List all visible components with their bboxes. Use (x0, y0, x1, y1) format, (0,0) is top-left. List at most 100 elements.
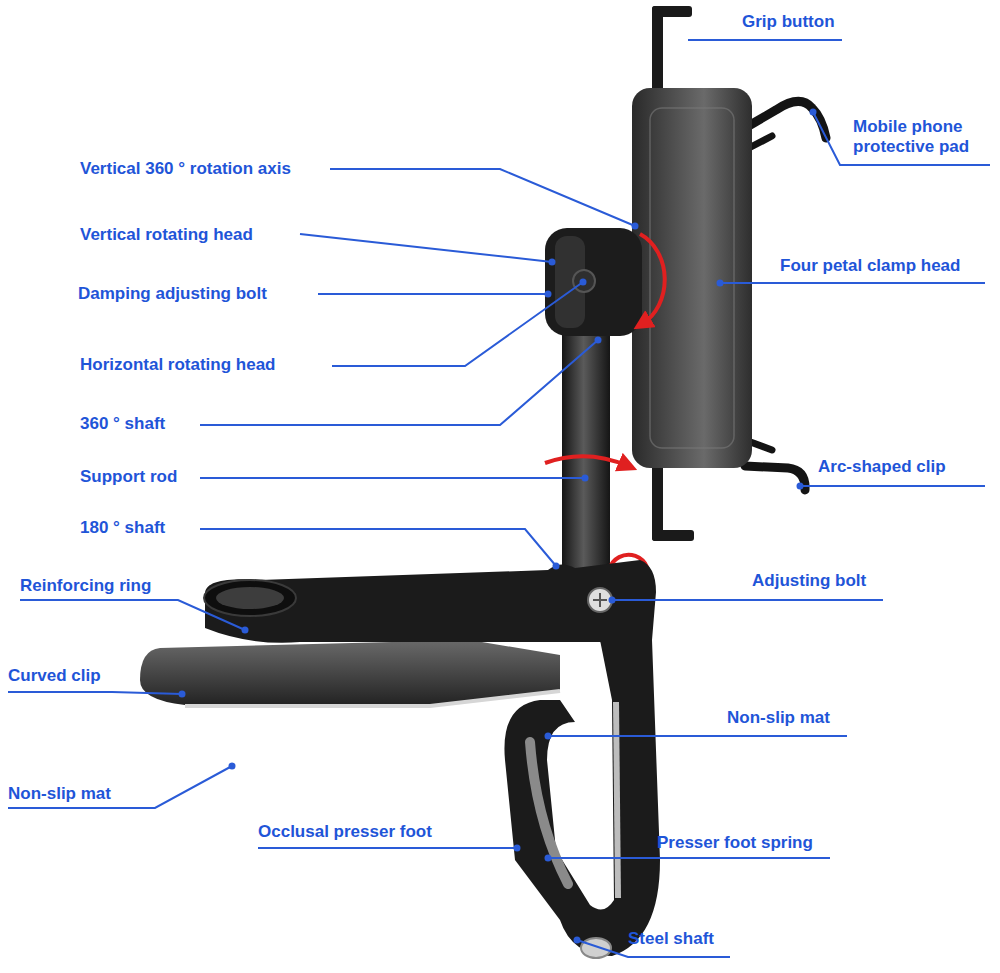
leader-dot (574, 937, 581, 944)
part-label: 360 ° shaft (80, 414, 165, 434)
part-label: Support rod (80, 467, 177, 487)
leader-line (8, 766, 232, 808)
arc-clip (745, 101, 826, 138)
leader-dot (242, 627, 249, 634)
grip-bar (652, 6, 663, 101)
label-slot: Vertical rotating head (80, 225, 253, 245)
steel-shaft (581, 938, 611, 958)
leader-dot (545, 733, 552, 740)
reinforcing-ring (204, 580, 296, 616)
leader-line (300, 234, 552, 262)
bolt-cross (593, 593, 607, 607)
leader-dots (179, 109, 817, 944)
label-slot: Occlusal presser foot (258, 822, 432, 842)
leader-dot (582, 475, 589, 482)
leader-line (612, 599, 883, 601)
part-label: Vertical 360 ° rotation axis (80, 159, 291, 179)
leader-line (318, 293, 548, 295)
leader-line (20, 600, 245, 630)
leader-dot (553, 563, 560, 570)
part-label: Presser foot spring (657, 833, 813, 853)
part-label: Arc-shaped clip (818, 457, 946, 477)
leader-line (548, 735, 847, 737)
leader-line (688, 39, 842, 41)
part-label: Curved clip (8, 666, 101, 686)
label-slot: Steel shaft (628, 929, 714, 949)
presser-spring (530, 742, 568, 884)
leader-dot (545, 855, 552, 862)
leader-dot (514, 845, 521, 852)
leader-line (720, 282, 985, 284)
leader-dot (797, 483, 804, 490)
part-label: Adjusting bolt (752, 571, 866, 591)
part-label: Occlusal presser foot (258, 822, 432, 842)
arc-clip (745, 466, 805, 490)
leader-dot (549, 259, 556, 266)
leader-line (800, 485, 985, 487)
part-label: Steel shaft (628, 929, 714, 949)
label-slot: Presser foot spring (657, 833, 813, 853)
grip-tab (652, 530, 694, 541)
leader-lines (8, 40, 990, 957)
part-label: Non-slip mat (727, 708, 830, 728)
label-slot: Horizontal rotating head (80, 355, 276, 375)
leader-dot (810, 109, 817, 116)
label-slot: Vertical 360 ° rotation axis (80, 159, 291, 179)
leader-dot (632, 223, 639, 230)
label-slot: Mobile phone protective pad (853, 117, 988, 157)
label-slot: Curved clip (8, 666, 101, 686)
part-label: Horizontal rotating head (80, 355, 276, 375)
leader-line (258, 847, 517, 849)
leader-line (200, 529, 556, 566)
leader-dot (179, 691, 186, 698)
label-slot: Reinforcing ring (20, 576, 151, 596)
leader-line (200, 477, 585, 479)
non-slip-mat (616, 702, 618, 898)
label-slot: Support rod (80, 467, 177, 487)
leader-dot (717, 280, 724, 287)
leader-dot (545, 291, 552, 298)
rotation-arrow (640, 234, 665, 324)
part-label: Mobile phone protective pad (853, 117, 988, 157)
ring-inner (216, 587, 284, 609)
leader-line (332, 282, 583, 366)
rotation-arrow (545, 456, 628, 466)
label-slot: 180 ° shaft (80, 518, 165, 538)
leader-line (8, 692, 182, 694)
part-label: Four petal clamp head (780, 256, 960, 276)
base-arm (205, 560, 656, 652)
label-slot: Damping adjusting bolt (78, 284, 267, 304)
rotating-head (545, 228, 642, 336)
adjusting-bolt (588, 588, 612, 612)
part-label: Non-slip mat (8, 784, 111, 804)
part-label: Vertical rotating head (80, 225, 253, 245)
part-label: 180 ° shaft (80, 518, 165, 538)
leader-line (548, 857, 830, 859)
label-slot: Non-slip mat (727, 708, 830, 728)
part-label: Reinforcing ring (20, 576, 151, 596)
label-slot: Non-slip mat (8, 784, 111, 804)
part-label: Grip button (742, 12, 835, 32)
curved-clip (140, 640, 560, 705)
leader-line (330, 169, 635, 226)
leader-line (813, 112, 990, 165)
presser-foot (504, 640, 660, 956)
label-slot: Arc-shaped clip (818, 457, 946, 477)
clamp-head-edge (650, 108, 734, 448)
label-slot: Grip button (742, 12, 835, 32)
label-slot: 360 ° shaft (80, 414, 165, 434)
damping-bolt (573, 270, 595, 292)
label-slot: Adjusting bolt (752, 571, 866, 591)
leader-dot (229, 763, 236, 770)
leader-dot (580, 279, 587, 286)
leader-dot (609, 597, 616, 604)
label-slot: Four petal clamp head (780, 256, 960, 276)
leader-line (200, 340, 598, 425)
part-label: Damping adjusting bolt (78, 284, 267, 304)
leader-dot (595, 337, 602, 344)
non-slip-mat (185, 691, 560, 706)
clamp-head (632, 88, 752, 468)
